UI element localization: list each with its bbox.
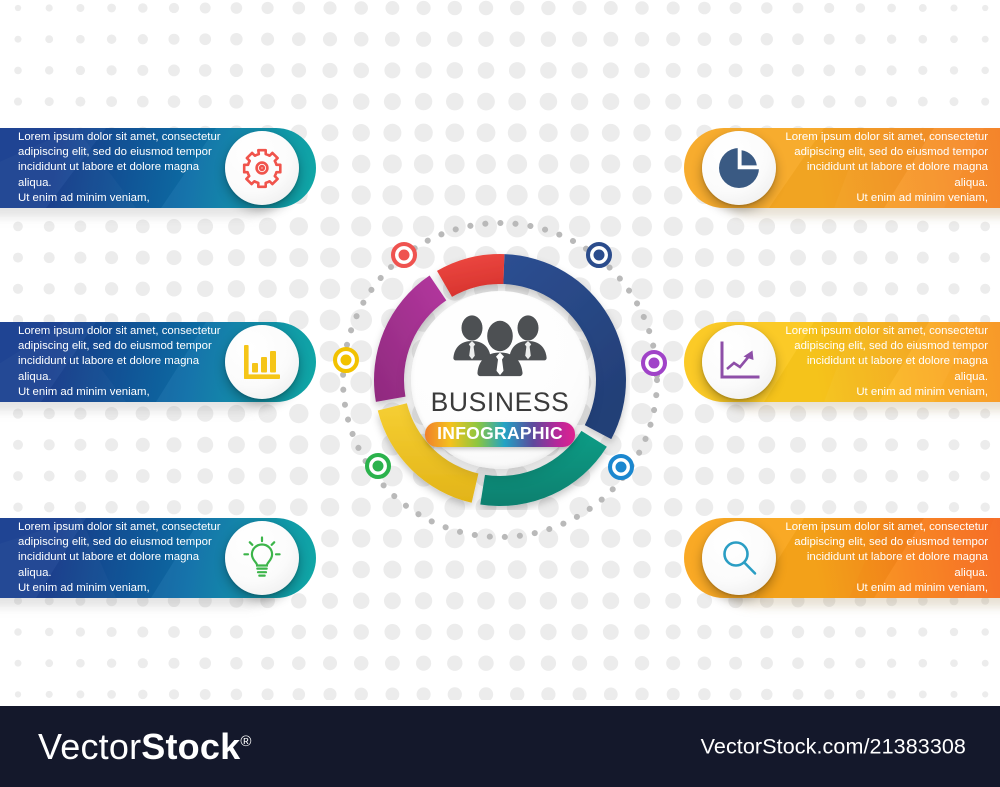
brand-light: Vector [38, 725, 142, 767]
bar-text: Lorem ipsum dolor sit amet, consectetur … [785, 520, 988, 594]
center-subtitle: INFOGRAPHIC [425, 421, 575, 447]
watermark-footer: VectorStock® VectorStock.com/21383308 [0, 706, 1000, 787]
bar-chart-icon [244, 345, 280, 379]
bar-text: Lorem ipsum dolor sit amet, consectetur … [785, 324, 988, 398]
bar-text: Lorem ipsum dolor sit amet, consectetur … [785, 130, 988, 204]
business-people-icon [453, 315, 547, 377]
icon-disc-search[interactable] [702, 521, 776, 595]
bar-text: Lorem ipsum dolor sit amet, consectetur … [18, 130, 221, 204]
bar-text: Lorem ipsum dolor sit amet, consectetur … [18, 520, 221, 594]
bar-text: Lorem ipsum dolor sit amet, consectetur … [18, 324, 221, 398]
marker-purple[interactable] [641, 350, 667, 376]
registered-mark: ® [240, 732, 252, 750]
icon-disc-gear[interactable] [225, 131, 299, 205]
marker-navy[interactable] [586, 242, 612, 268]
icon-disc-bulb[interactable] [225, 521, 299, 595]
bar-right-pie[interactable]: Lorem ipsum dolor sit amet, consectetur … [684, 128, 1000, 208]
icon-disc-growth[interactable] [702, 325, 776, 399]
center-inner-disc: BUSINESS INFOGRAPHIC [411, 291, 589, 469]
lightbulb-icon [243, 536, 281, 577]
marker-yellow[interactable] [333, 347, 359, 373]
marker-blue[interactable] [608, 454, 634, 480]
center-wheel: BUSINESS INFOGRAPHIC [336, 216, 664, 544]
icon-disc-chart[interactable] [225, 325, 299, 399]
dotted-orbit-ring [340, 220, 660, 540]
center-title: BUSINESS [430, 387, 570, 417]
growth-graph-icon [720, 341, 760, 379]
donut-chart [373, 254, 626, 507]
magnifier-icon [723, 541, 757, 575]
vectorstock-logo: VectorStock® [38, 726, 252, 768]
marker-green[interactable] [365, 453, 391, 479]
gear-icon [242, 148, 282, 189]
pie-chart-icon [719, 148, 759, 188]
vectorstock-url: VectorStock.com/21383308 [700, 734, 966, 758]
icon-disc-pie[interactable] [702, 131, 776, 205]
brand-bold: Stock [141, 725, 241, 767]
marker-red[interactable] [391, 242, 417, 268]
